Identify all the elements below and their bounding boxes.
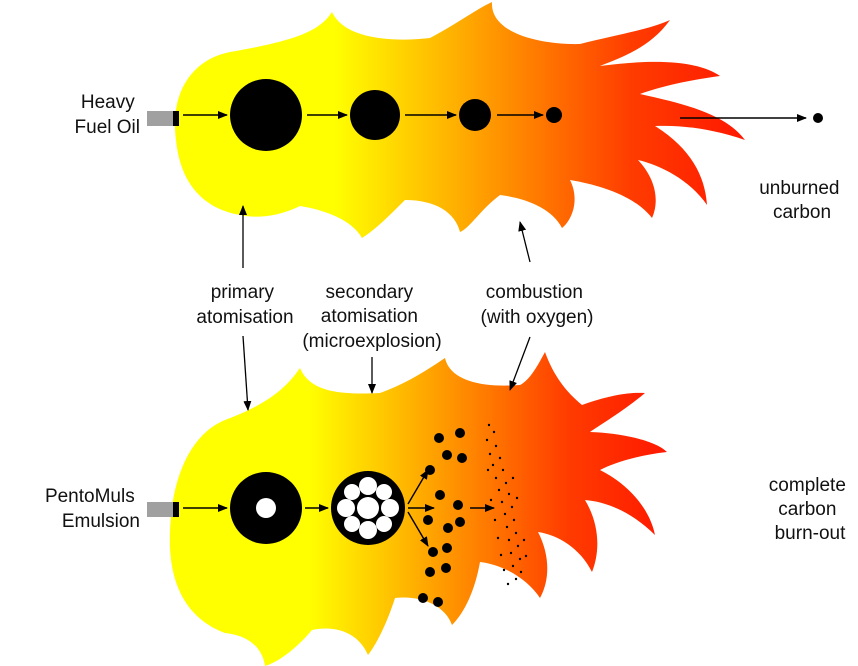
top-droplet-3	[459, 99, 491, 131]
emulsion-droplet-water-core	[256, 498, 276, 518]
bottom-nozzle	[147, 502, 179, 517]
complete-burnout-label: complete carbon burn-out	[769, 475, 851, 544]
top-droplet-2	[350, 90, 400, 140]
primary-atomisation-label: primary atomisation	[196, 282, 293, 328]
unburned-carbon-label: unburned carbon	[759, 178, 845, 223]
microexplosion-droplet	[331, 471, 405, 545]
combustion-pointer-up	[520, 222, 530, 262]
unburned-carbon-particle	[813, 113, 823, 123]
top-droplet-1	[230, 79, 302, 151]
top-nozzle	[147, 111, 179, 126]
primary-pointer-down	[243, 336, 248, 410]
pentomuls-emulsion-label: PentoMuls Emulsion	[45, 486, 140, 532]
top-droplet-4	[546, 107, 562, 123]
secondary-atomisation-label: secondary atomisation (microexplosion)	[302, 282, 441, 352]
combustion-label: combustion (with oxygen)	[481, 282, 594, 328]
heavy-fuel-oil-label: Heavy Fuel Oil	[75, 92, 140, 138]
